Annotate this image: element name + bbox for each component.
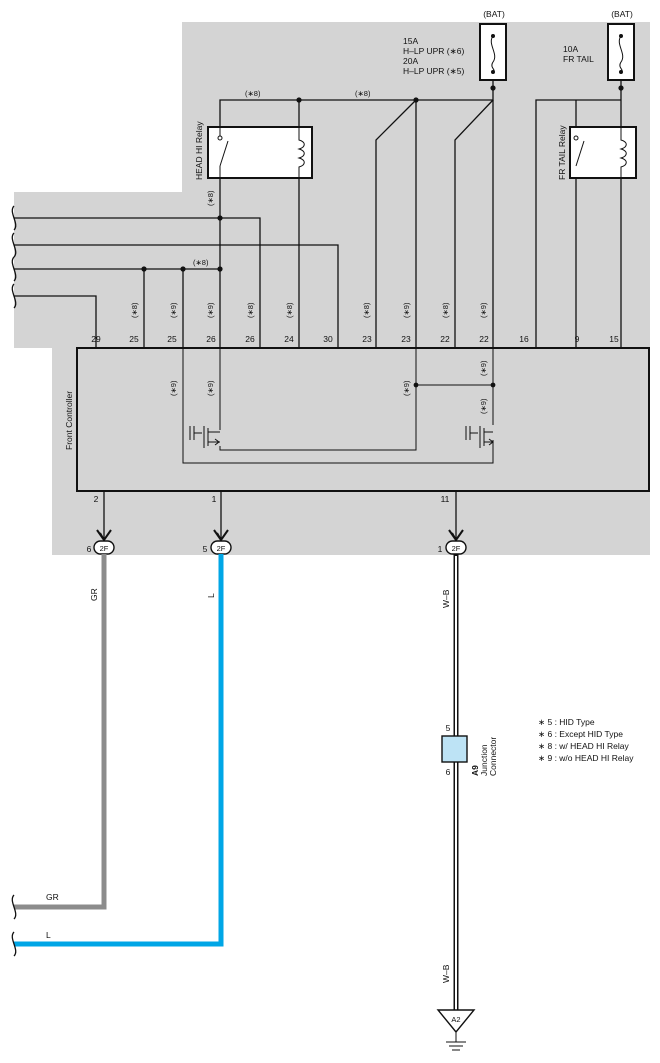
mark-8-relay-out: (∗8) [206,190,215,206]
fuse-right-line-2: FR TAIL [563,54,594,64]
mark-9-internal-d: (∗9) [479,360,488,376]
pin-top-11: 22 [479,334,489,344]
connector-2f-l [210,529,232,555]
pin-top-2: 25 [129,334,139,344]
fuse-left-line-1: 15A [403,36,418,46]
connector-2f-wb-pin: 1 [438,544,443,554]
wire-gr-label: GR [89,588,99,601]
connector-2f-gr-label: 2F [100,544,109,553]
fuse-left-line-3: 20A [403,56,418,66]
pin-top-1: 29 [91,334,101,344]
pin-top-10: 22 [440,334,450,344]
connector-2f-l-label: 2F [217,544,226,553]
junction-pin-top: 5 [446,723,451,733]
front-controller-label: Front Controller [64,391,74,450]
pin-top-7: 30 [323,334,333,344]
fr-tail-relay [569,126,637,179]
connector-2f-wb-label: 2F [452,544,461,553]
pin-bottom-1: 2 [94,494,99,504]
connector-2f-l-pin: 5 [203,544,208,554]
fuse-fr-tail [607,23,635,81]
mark-9-pin-25b: (∗9) [169,302,178,318]
junction-name-2: Connector [488,737,498,776]
mark-8-pin-22a: (∗8) [441,302,450,318]
junction-id: A9 [470,765,480,776]
note-3: ∗ 8 : w/ HEAD HI Relay [538,741,629,751]
fuse-h-lp-upr [479,23,507,81]
mark-8-pin-23a: (∗8) [362,302,371,318]
head-hi-relay-label: HEAD HI Relay [194,121,204,180]
pin-top-9: 23 [401,334,411,344]
wire-l [14,554,224,947]
mark-9-pin-26a: (∗9) [206,302,215,318]
harness-break-marks [11,205,17,309]
ground-a2 [436,1009,476,1051]
wire-l-bottom-label: L [46,930,51,940]
mark-8-bus-left: (∗8) [245,89,261,98]
front-controller-box [76,347,650,492]
junction-pin-bottom: 6 [446,767,451,777]
mark-9-internal-b: (∗9) [206,380,215,396]
pin-bottom-3: 11 [441,494,450,504]
wire-wb-bottom-label: W–B [441,964,451,983]
pin-top-6: 24 [284,334,294,344]
fr-tail-relay-label: FR TAIL Relay [557,125,567,180]
junction-name-1: Junction [479,744,489,776]
bottom-break-marks [11,894,17,957]
mark-8-pin-24: (∗8) [285,302,294,318]
connector-2f-gr-pin: 6 [87,544,92,554]
junction-dots [141,85,624,272]
mark-8-harness: (∗8) [193,258,209,267]
head-hi-relay [207,126,313,179]
junction-connector-a9 [441,735,468,763]
mark-9-internal-c: (∗9) [402,380,411,396]
wire-wb-label: W–B [441,589,451,608]
fuse-right-line-1: 10A [563,44,578,54]
controller-output-wires [103,491,457,538]
pin-top-4: 26 [206,334,216,344]
mark-8-bus-right: (∗8) [355,89,371,98]
note-4: ∗ 9 : w/o HEAD HI Relay [538,753,634,763]
controller-internal-dots [413,382,496,388]
ground-a2-label: A2 [451,1015,460,1024]
pin-top-14: 15 [609,334,619,344]
wire-l-label: L [206,593,216,598]
note-1: ∗ 5 : HID Type [538,717,595,727]
pin-top-5: 26 [245,334,255,344]
bat-label-left: (BAT) [483,9,505,19]
fuse-left-line-2: H–LP UPR (∗6) [403,46,464,56]
mark-9-internal-e: (∗9) [479,398,488,414]
pin-top-3: 25 [167,334,177,344]
mark-9-pin-22b: (∗9) [479,302,488,318]
pin-top-12: 16 [519,334,529,344]
wire-gr-bottom-label: GR [46,892,59,902]
pin-top-13: 9 [575,334,580,344]
note-2: ∗ 6 : Except HID Type [538,729,623,739]
mark-9-pin-23b: (∗9) [402,302,411,318]
mark-8-pin-26b: (∗8) [246,302,255,318]
mark-8-pin-25a: (∗8) [130,302,139,318]
pin-top-8: 23 [362,334,372,344]
wire-gr [14,554,107,910]
pin-bottom-2: 1 [212,494,217,504]
bat-label-right: (BAT) [611,9,633,19]
fuse-left-line-4: H–LP UPR (∗5) [403,66,464,76]
mark-9-internal-a: (∗9) [169,380,178,396]
